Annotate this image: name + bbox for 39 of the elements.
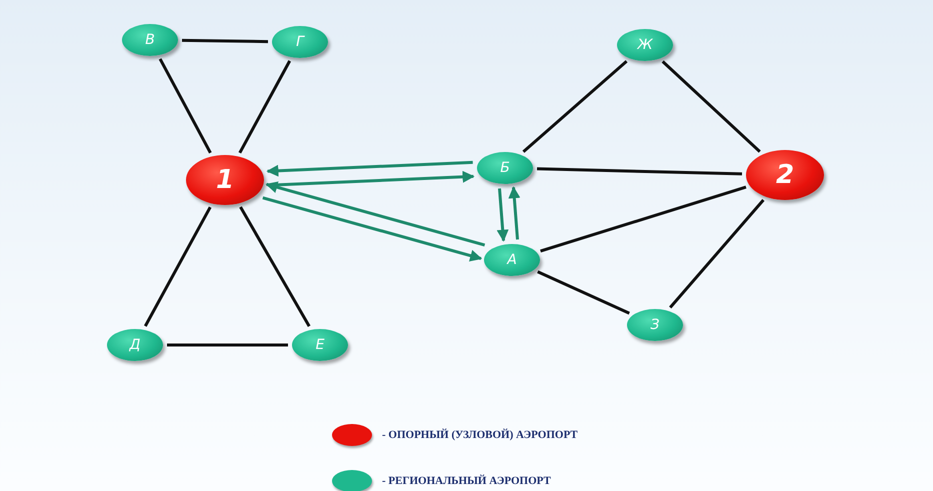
route-line bbox=[540, 186, 746, 253]
legend-text: - РЕГИОНАЛЬНЫЙ АЭРОПОРТ bbox=[382, 475, 551, 487]
route-line bbox=[522, 60, 628, 153]
route-line bbox=[167, 344, 288, 346]
regional-airport-ellipse bbox=[292, 329, 348, 361]
airport-label: А bbox=[507, 252, 517, 268]
regional-airport-ellipse bbox=[617, 29, 673, 61]
regional-airport-ellipse bbox=[477, 152, 533, 184]
route-line bbox=[669, 199, 765, 308]
route-arrow bbox=[496, 188, 509, 242]
route-arrow bbox=[265, 181, 486, 247]
route-line bbox=[662, 60, 761, 153]
airport-label: Е bbox=[316, 337, 324, 353]
hub-airport-ellipse bbox=[186, 155, 264, 205]
route-line bbox=[158, 58, 212, 154]
legend-text: - ОПОРНЫЙ (УЗЛОВОЙ) АЭРОПОРТ bbox=[382, 429, 578, 441]
regional-airport-ellipse bbox=[107, 329, 163, 361]
route-line bbox=[536, 167, 742, 176]
route-line bbox=[182, 38, 268, 44]
airport-label: З bbox=[650, 317, 660, 333]
regional-airport-ellipse bbox=[627, 309, 683, 341]
airport-label: Б bbox=[500, 160, 510, 176]
airport-label: В bbox=[145, 32, 155, 48]
airport-label: Ж bbox=[637, 37, 653, 53]
hub-airport-ellipse bbox=[746, 150, 824, 200]
route-line bbox=[537, 270, 630, 315]
route-arrow bbox=[262, 196, 482, 262]
route-arrow bbox=[508, 186, 520, 240]
route-line bbox=[238, 60, 292, 154]
route-line bbox=[144, 206, 212, 327]
regional-airport-ellipse bbox=[122, 24, 178, 56]
airport-label: 2 bbox=[776, 160, 794, 190]
regional-airport-ellipse bbox=[272, 26, 328, 58]
route-line bbox=[239, 206, 310, 328]
airport-label: Д bbox=[130, 337, 140, 353]
regional-airport-ellipse bbox=[484, 244, 540, 276]
airport-label: 1 bbox=[216, 165, 234, 195]
airport-label: Г bbox=[296, 34, 304, 50]
route-arrow bbox=[266, 160, 473, 177]
